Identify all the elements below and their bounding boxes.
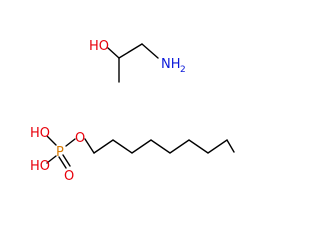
amine-label: NH <box>161 57 181 72</box>
bond-oh-bottom-p <box>46 155 57 164</box>
octyl-chain <box>93 138 235 154</box>
phosphate-oxo-label: O <box>64 169 74 184</box>
phosphorus-label: P <box>56 145 64 160</box>
bond-p-oxo-1 <box>58 156 67 169</box>
phosphate-hydroxyl-top-label: HO <box>30 126 50 141</box>
ester-oxygen-label: O <box>75 131 85 146</box>
bond-o-c2 <box>107 47 120 59</box>
structure-canvas: HO NH 2 HO P O HO O <box>30 39 235 184</box>
octyl-phosphate-molecule: HO P O HO O <box>30 126 235 184</box>
bond-c2-c1 <box>118 43 143 59</box>
aminopropanol-molecule: HO NH 2 <box>89 39 186 83</box>
bond-o-c1 <box>84 138 95 154</box>
molecule-drawing: HO NH 2 HO P O HO O <box>30 39 235 184</box>
amine-subscript: 2 <box>180 65 186 75</box>
bond-p-oxo-2 <box>62 154 71 167</box>
hydroxyl-label: HO <box>89 39 109 54</box>
bond-oh-top-p <box>46 135 57 146</box>
bond-c1-n <box>141 43 159 59</box>
bond-p-o-ester <box>65 138 76 147</box>
phosphate-hydroxyl-bottom-label: HO <box>30 159 50 174</box>
